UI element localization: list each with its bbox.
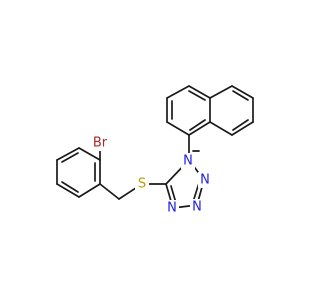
- bond: [231, 85, 254, 99]
- bond: [188, 90, 206, 101]
- atom-labels: Br S N N N N: [92, 135, 212, 216]
- bond: [188, 121, 211, 136]
- atom-label-n4: N: [167, 201, 177, 216]
- bond: [232, 90, 249, 101]
- bond: [166, 121, 190, 136]
- atom-s: S: [135, 176, 149, 192]
- molecule-structure: Br S N N N N: [56, 85, 254, 216]
- atom-n2: N: [198, 172, 212, 188]
- atom-label-n1: N: [183, 154, 193, 169]
- bond: [99, 183, 120, 200]
- bond-lines: [56, 85, 254, 209]
- atom-label-br: Br: [93, 136, 108, 151]
- atom-n1: N: [181, 150, 200, 169]
- label-background: [198, 172, 212, 188]
- bond: [188, 85, 211, 99]
- atom-br: Br: [92, 135, 108, 151]
- label-background: [181, 153, 195, 169]
- atom-label-s: S: [138, 177, 146, 192]
- bond: [56, 147, 80, 161]
- bond: [61, 181, 79, 193]
- label-background: [135, 176, 149, 192]
- label-background: [165, 200, 179, 216]
- bond: [78, 183, 101, 198]
- bond: [209, 121, 233, 136]
- atom-label-n2: N: [200, 173, 210, 188]
- bond: [189, 119, 206, 131]
- atom-n4: N: [165, 200, 179, 216]
- bond: [61, 152, 79, 163]
- label-background: [190, 199, 204, 215]
- bond: [78, 147, 101, 161]
- bond: [231, 121, 254, 136]
- atom-n3: N: [190, 199, 204, 215]
- bond: [209, 85, 233, 99]
- label-background: [92, 135, 108, 151]
- bond: [166, 85, 190, 99]
- bond: [56, 183, 80, 198]
- bond: [232, 119, 249, 131]
- atom-label-n3: N: [192, 200, 202, 215]
